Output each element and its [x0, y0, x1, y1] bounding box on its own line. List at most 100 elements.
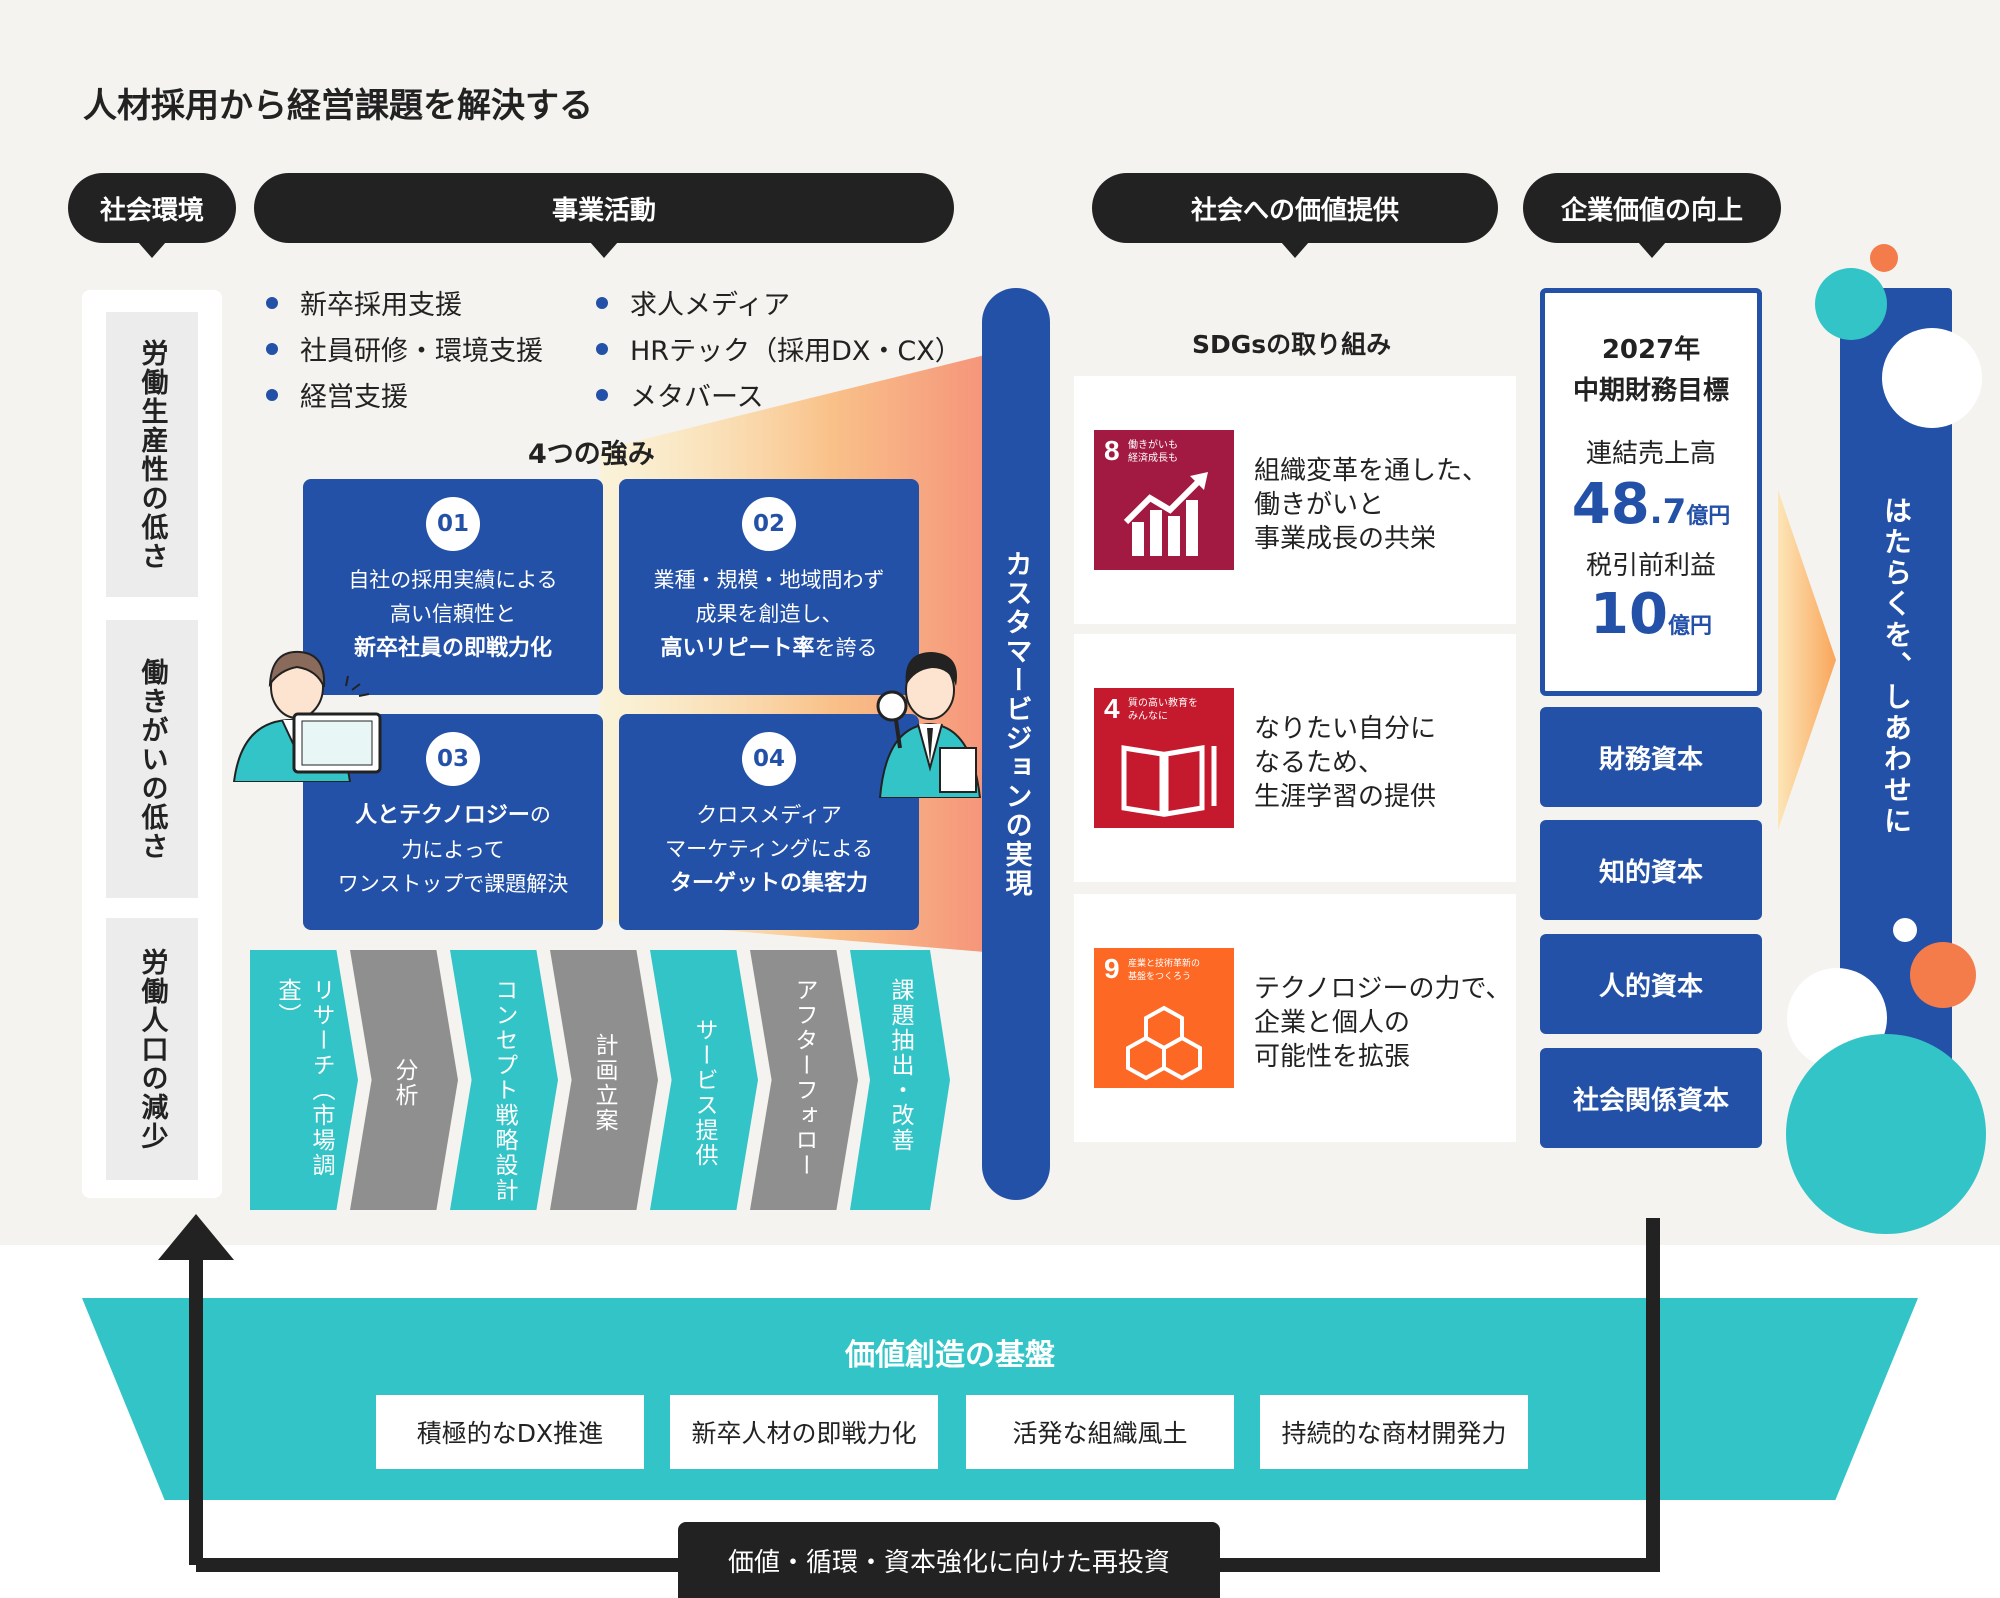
strength-card-01: 01 自社の採用実績による 高い信頼性と 新卒社員の即戦力化: [303, 479, 603, 695]
strengths-title: 4つの強み: [528, 439, 655, 470]
strength-text: ワンストップで課題解決: [337, 872, 569, 896]
decorative-circle: [1870, 244, 1898, 272]
strength-text: 力によって: [401, 838, 505, 862]
sdg-goal-8-icon: 8 働きがいも 経済成長も: [1094, 430, 1234, 570]
process-step-service: サービス提供: [650, 950, 758, 1210]
sdg-card-9: 9 産業と技術革新の 基盤をつくろう テクノロジーの力で、 企業と個人の 可能性…: [1074, 894, 1516, 1142]
strength-highlight: 新卒社員の即戦力化: [353, 636, 552, 661]
svg-text:経済成長も: 経済成長も: [1128, 451, 1178, 464]
foundation-item: 持続的な商材開発力: [1260, 1395, 1528, 1469]
strength-card-04: 04 クロスメディア マーケティングによる ターゲットの集客力: [619, 714, 919, 930]
svg-text:質の高い教育を: 質の高い教育を: [1128, 696, 1198, 709]
svg-text:みんなに: みんなに: [1128, 710, 1168, 722]
profit-value: 10億円: [1545, 582, 1757, 647]
process-step-improvement: 課題抽出・改善: [850, 950, 950, 1210]
strength-card-02: 02 業種・規模・地域問わず 成果を創造し、 高いリピート率を誇る: [619, 479, 919, 695]
business-item: 求人メディア: [595, 283, 790, 322]
profit-unit: 億円: [1667, 614, 1712, 639]
process-step-aftercare: アフターフォロー: [750, 950, 858, 1210]
reinvestment-label: 価値・循環・資本強化に向けた再投資: [678, 1522, 1220, 1598]
business-item: 新卒採用支援: [266, 283, 462, 322]
process-step-research: リサーチ（市場調査）: [250, 950, 358, 1210]
sdg-goal-9-icon: 9 産業と技術革新の 基盤をつくろう: [1094, 948, 1234, 1088]
page-title: 人材採用から経営課題を解決する: [83, 86, 593, 126]
sdg-text-line: 働きがいと: [1254, 490, 1385, 520]
sdg-text-line: 生涯学習の提供: [1254, 782, 1437, 812]
foundation-item: 活発な組織風土: [966, 1395, 1234, 1469]
sales-value-decimal: .7: [1649, 492, 1687, 532]
right-arrow-icon: [1778, 490, 1836, 830]
sdg-text-line: なるため、: [1254, 748, 1385, 778]
strength-number: 04: [742, 732, 796, 786]
man-with-magnifier-illustration: [876, 652, 982, 798]
process-step-label: 計画立案: [591, 1033, 617, 1133]
sdg-text-line: 企業と個人の: [1254, 1008, 1411, 1038]
vision-label: カスタマービジョンの実現: [1000, 550, 1032, 898]
capital-financial: 財務資本: [1540, 707, 1762, 807]
decorative-circle: [1815, 268, 1887, 340]
issue-labor-population: 労働人口の減少: [106, 918, 198, 1180]
strength-text: 業種・規模・地域問わず: [653, 568, 885, 592]
process-step-label: 分析: [391, 1058, 417, 1108]
process-flow: リサーチ（市場調査） 分析 コンセプト戦略設計 計画立案 サービス提供 アフター…: [250, 950, 950, 1210]
strength-text: マーケティングによる: [665, 837, 873, 861]
sdg-text-line: テクノロジーの力で、: [1254, 974, 1512, 1004]
social-issues-panel: 労働生産性の低さ 働きがいの低さ 労働人口の減少: [82, 290, 222, 1198]
sales-value: 48.7億円: [1545, 472, 1757, 537]
svg-text:産業と技術革新の: 産業と技術革新の: [1128, 957, 1200, 969]
strength-text: 高い信頼性と: [390, 602, 516, 626]
business-item: HRテック（採用DX・CX）: [596, 329, 962, 368]
sdg-text-line: なりたい自分に: [1254, 714, 1437, 744]
decorative-circle: [1882, 328, 1982, 428]
header-corporate-value: 企業価値の向上: [1523, 173, 1781, 258]
process-step-label: アフターフォロー: [791, 978, 817, 1178]
issue-job-satisfaction: 働きがいの低さ: [106, 620, 198, 898]
sales-label: 連結売上高: [1585, 439, 1716, 469]
capital-intellectual: 知的資本: [1540, 820, 1762, 920]
strength-text: クロスメディア: [696, 803, 842, 827]
foundation-item: 新卒人材の即戦力化: [670, 1395, 938, 1469]
strength-highlight: ターゲットの集客力: [669, 871, 868, 896]
business-item: 社員研修・環境支援: [266, 329, 543, 368]
header-label: 社会環境: [99, 195, 204, 226]
svg-text:働きがいも: 働きがいも: [1128, 438, 1178, 451]
strength-number: 01: [426, 497, 480, 551]
svg-text:基盤をつくろう: 基盤をつくろう: [1128, 970, 1191, 982]
sdg-goal-4-icon: 4 質の高い教育を みんなに: [1094, 688, 1234, 828]
header-value-to-society: 社会への価値提供: [1092, 173, 1498, 258]
sdg-card-8: 8 働きがいも 経済成長も 組織変革を通した、 働きがいと 事業成長の共栄: [1074, 376, 1516, 624]
sdgs-title: SDGsの取り組み: [1192, 330, 1392, 359]
business-item: 経営支援: [266, 375, 408, 414]
sdg-text-line: 組織変革を通した、: [1254, 456, 1489, 486]
decorative-circle: [1910, 942, 1976, 1008]
decorative-circle: [1786, 1034, 1986, 1234]
woman-with-laptop-illustration: [232, 650, 382, 782]
process-step-planning: 計画立案: [550, 950, 658, 1210]
capital-human: 人的資本: [1540, 934, 1762, 1034]
sdg-goal-number: 4: [1104, 693, 1120, 724]
sdg-description: なりたい自分に なるため、 生涯学習の提供: [1254, 712, 1436, 814]
header-label: 事業活動: [551, 195, 656, 226]
issue-productivity: 労働生産性の低さ: [106, 312, 198, 597]
sdg-text-line: 可能性を拡張: [1254, 1042, 1411, 1072]
strength-text: の: [529, 803, 551, 827]
strength-highlight: 人とテクノロジー: [355, 803, 530, 828]
mission-label: はたらくを、しあわせに: [1880, 496, 1913, 837]
sdg-description: 組織変革を通した、 働きがいと 事業成長の共栄: [1254, 454, 1488, 556]
header-label: 社会への価値提供: [1190, 195, 1399, 226]
process-step-label: コンセプト戦略設計: [491, 978, 517, 1203]
customer-vision-pillar: カスタマービジョンの実現: [982, 288, 1050, 1200]
strength-number: 02: [742, 497, 796, 551]
strength-highlight: 高いリピート率: [660, 636, 815, 661]
financial-goal-box: 2027年 中期財務目標 連結売上高 48.7億円 税引前利益 10億円: [1540, 288, 1762, 696]
business-item: メタバース: [596, 375, 764, 414]
header-society-environment: 社会環境: [68, 173, 236, 258]
goal-year: 2027年: [1601, 335, 1701, 365]
sdg-card-4: 4 質の高い教育を みんなに なりたい自分に なるため、 生涯学習の提供: [1074, 634, 1516, 882]
sdg-goal-number: 9: [1104, 953, 1120, 984]
decorative-circle: [1893, 918, 1917, 942]
profit-value-number: 10: [1590, 582, 1668, 647]
foundation-item: 積極的なDX推進: [376, 1395, 644, 1469]
sdg-description: テクノロジーの力で、 企業と個人の 可能性を拡張: [1254, 972, 1511, 1074]
process-step-label: 課題抽出・改善: [887, 978, 913, 1153]
